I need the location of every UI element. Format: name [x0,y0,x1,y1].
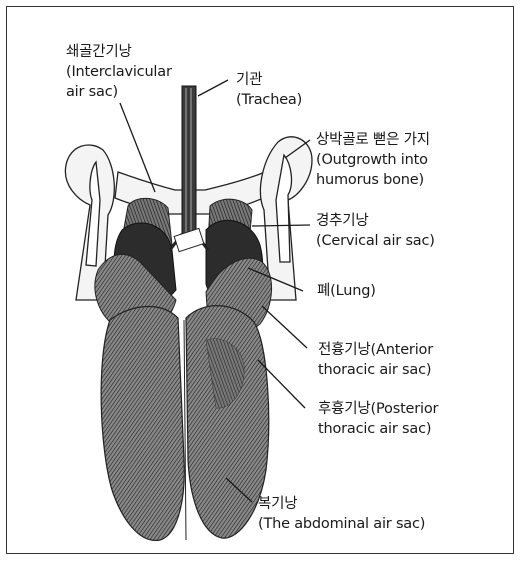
trachea [170,86,208,252]
label-anterior-1: 전흉기낭(Anterior [318,340,433,360]
label-humerus-en-2: humorus bone) [316,170,424,190]
label-interclavicular-en-1: (Interclavicular [66,62,172,82]
label-abdominal-ko: 복기낭 [258,494,297,514]
label-abdominal-en: (The abdominal air sac) [258,514,425,534]
label-cervical-en: (Cervical air sac) [316,231,435,251]
label-interclavicular-ko: 쇄골간기낭 [66,42,132,62]
label-interclavicular-en-2: air sac) [66,82,118,102]
label-humerus-ko: 상박골로 뻗은 가지 [316,130,430,150]
label-posterior-1: 후흉기낭(Posterior [318,399,438,419]
abdominal-air-sac-left [101,306,184,540]
midline [184,320,186,540]
label-trachea-en: (Trachea) [236,90,302,110]
label-cervical-ko: 경추기낭 [316,211,369,231]
label-lung: 폐(Lung) [317,281,376,301]
label-posterior-2: thoracic air sac) [318,419,431,439]
label-anterior-2: thoracic air sac) [318,360,431,380]
label-trachea-ko: 기관 [236,70,262,90]
label-humerus-en-1: (Outgrowth into [316,150,428,170]
abdominal-air-sac-right [186,306,269,538]
